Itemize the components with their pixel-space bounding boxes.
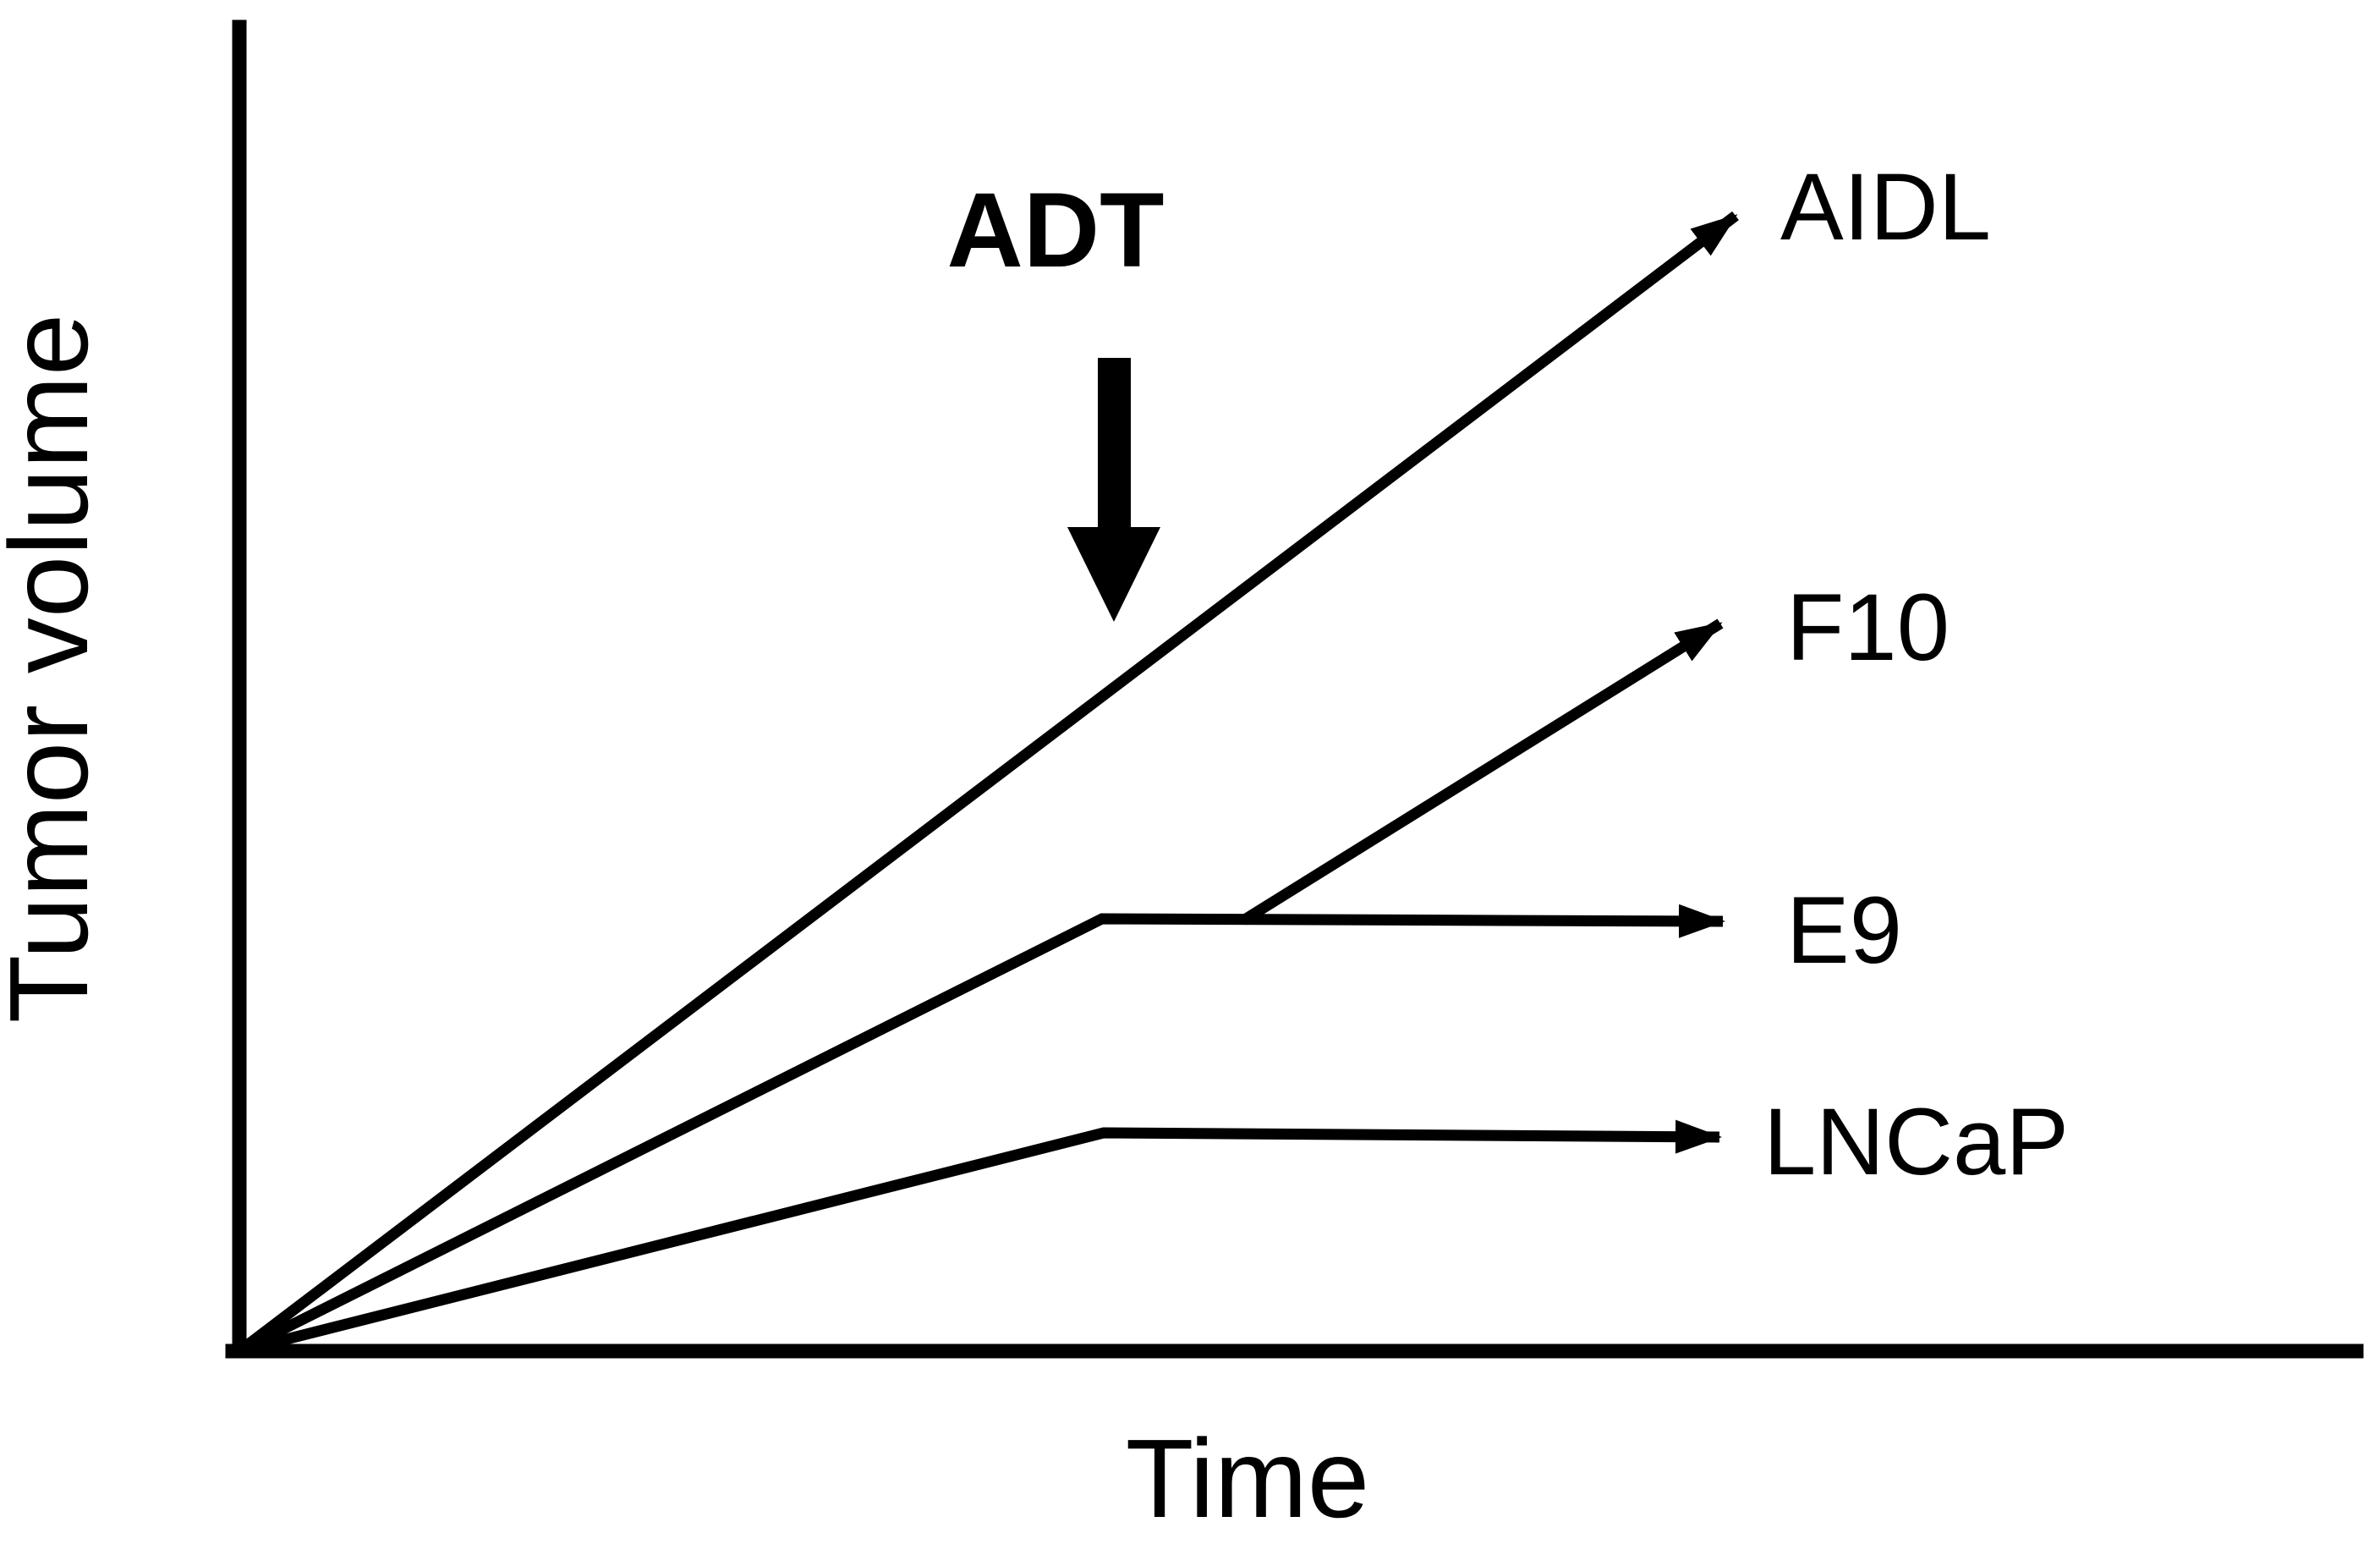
lncap-line bbox=[238, 1119, 1722, 1357]
f10-line bbox=[1240, 618, 1724, 926]
series-label-aidl: AIDL bbox=[1780, 154, 1991, 260]
y-axis-label: Tumor volume bbox=[0, 314, 111, 1024]
aidl-line bbox=[236, 211, 1739, 1356]
adt-label: ADT bbox=[947, 172, 1165, 289]
x-axis-label: Time bbox=[1126, 1416, 1369, 1541]
series-label-lncap: LNCaP bbox=[1763, 1089, 2069, 1195]
series-label-f10: F10 bbox=[1786, 574, 1950, 680]
adt-down-arrow-icon bbox=[1067, 358, 1160, 622]
e9-line bbox=[237, 904, 1725, 1356]
series-label-e9: E9 bbox=[1786, 877, 1902, 983]
